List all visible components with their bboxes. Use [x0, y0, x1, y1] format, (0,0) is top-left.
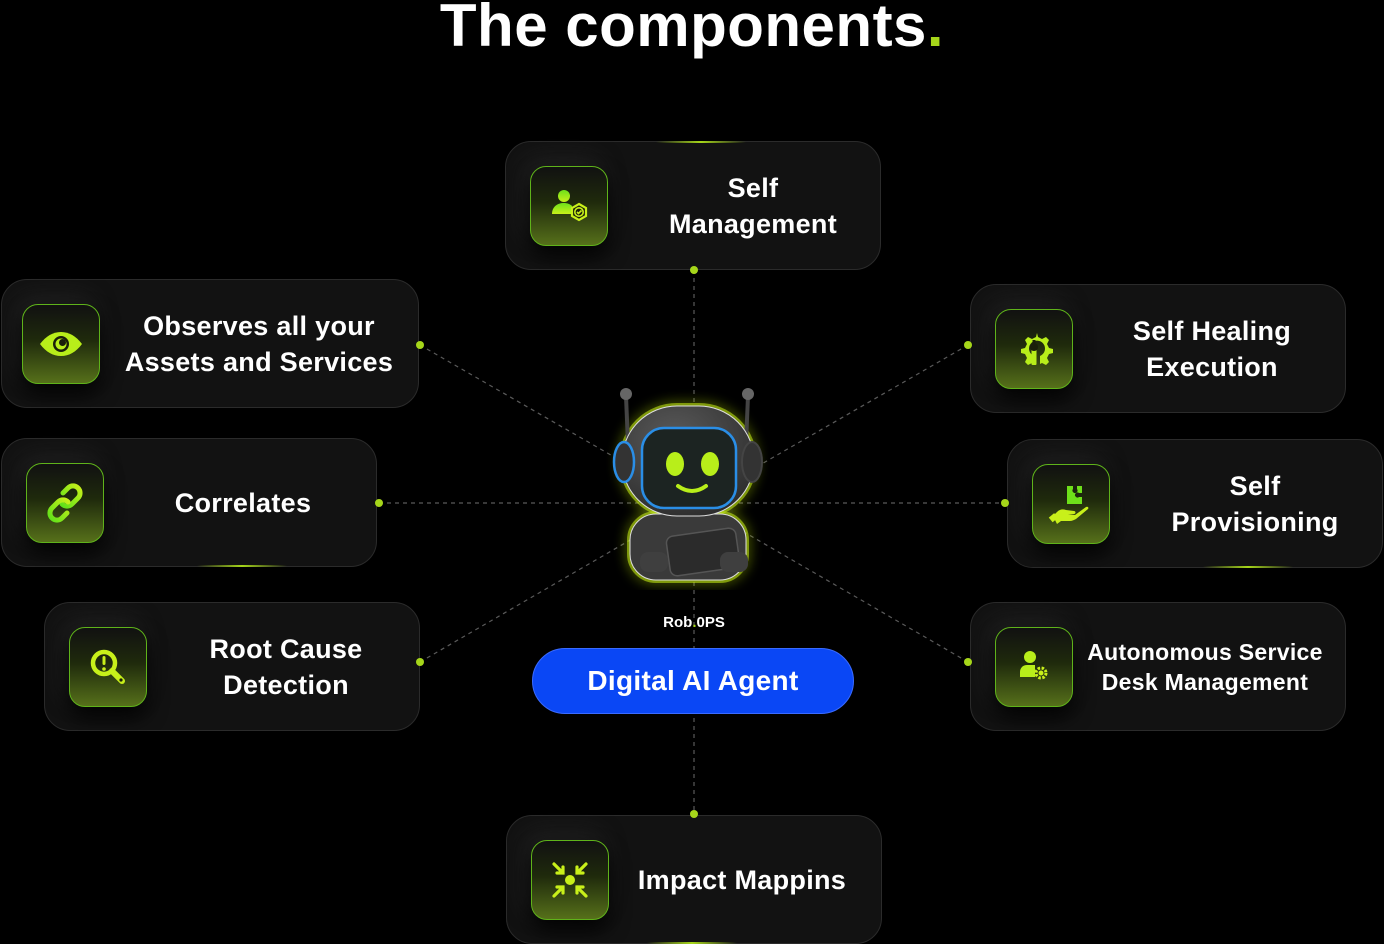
icon-tile: [26, 463, 104, 543]
robot-mascot-icon: [612, 388, 763, 583]
icon-tile: [531, 840, 609, 920]
card-label: Correlates: [174, 487, 312, 518]
chain-link-icon: [47, 483, 83, 523]
card-accent-line: [1203, 566, 1293, 568]
node-dot: [690, 810, 698, 818]
card-label: Impact Mappins: [637, 864, 847, 895]
user-gear-icon: [1020, 651, 1048, 680]
node-dot: [964, 658, 972, 666]
icon-tile: [1032, 464, 1110, 544]
icon-tile: [995, 627, 1073, 707]
title-text: The components: [439, 0, 927, 59]
page-title: The components.: [0, 0, 1384, 66]
node-dot: [690, 266, 698, 274]
arrows-converge-icon: [552, 862, 588, 898]
icon-tile: [69, 627, 147, 707]
icon-tile: [22, 304, 100, 384]
gear-wrench-icon: [1021, 333, 1053, 365]
node-dot: [375, 499, 383, 507]
node-dot: [416, 341, 424, 349]
agent-name: Rob.0PS: [663, 614, 725, 631]
card-accent-line: [197, 565, 287, 567]
eye-icon: [40, 332, 82, 356]
title-accent-dot: .: [926, 0, 945, 59]
card-accent-line: [647, 942, 737, 944]
magnifier-alert-icon: [90, 649, 125, 684]
user-shield-check-icon: [552, 190, 588, 222]
icon-tile: [530, 166, 608, 246]
hand-puzzle-icon: [1048, 486, 1089, 524]
component-card-correlates[interactable]: Correlates: [1, 438, 377, 567]
icon-tile: [995, 309, 1073, 389]
node-dot: [1001, 499, 1009, 507]
component-card-impact-mapping[interactable]: Impact Mappins: [506, 815, 882, 944]
card-accent-line: [656, 141, 746, 143]
node-dot: [964, 341, 972, 349]
node-dot: [416, 658, 424, 666]
digital-ai-agent-button[interactable]: Digital AI Agent: [532, 648, 854, 714]
